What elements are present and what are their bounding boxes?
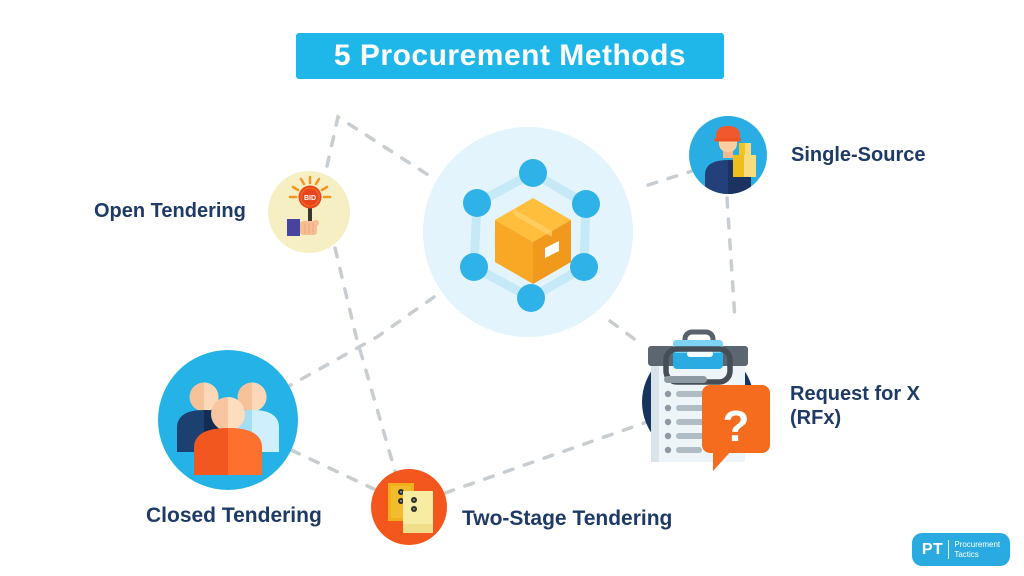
package-network-hub-icon — [423, 127, 633, 337]
label-request-for-x: Request for X (RFx) — [790, 383, 921, 429]
logo-text: Procurement Tactics — [954, 540, 1000, 559]
connector-hub-to-closed — [287, 295, 436, 388]
label-closed-tendering: Closed Tendering — [146, 504, 322, 527]
two-envelopes-icon — [371, 469, 447, 545]
brand-logo: PT Procurement Tactics — [912, 533, 1010, 566]
connector-hub-to-single — [646, 169, 694, 187]
logo-line2: Tactics — [954, 549, 979, 559]
connector-open-to-twostage — [333, 246, 399, 480]
title-banner: 5 Procurement Methods — [296, 33, 724, 79]
clipboard-question-icon: ? — [642, 329, 770, 471]
question-bubble-icon: ? — [702, 385, 770, 471]
package-box-icon — [495, 198, 571, 284]
paddle-handle — [308, 208, 312, 232]
bid-rays — [288, 175, 332, 199]
connector-hub-to-rfx — [608, 319, 643, 346]
yellow-boxes — [733, 143, 756, 177]
label-two-stage-tendering: Two-Stage Tendering — [462, 507, 673, 530]
logo-line1: Procurement — [954, 539, 1001, 549]
connector-lines — [287, 114, 737, 495]
person-neck — [723, 148, 733, 158]
label-single-source: Single-Source — [791, 144, 926, 166]
label-open-tendering: Open Tendering — [94, 200, 246, 222]
people-group-icon — [158, 350, 298, 490]
bid-paddle-icon: BID — [268, 171, 350, 253]
connector-twostage-to-rfx — [443, 420, 649, 495]
box-label — [545, 241, 559, 258]
bid-text: BID — [304, 195, 316, 202]
supplier-person-icon — [689, 116, 767, 194]
question-mark-text: ? — [723, 402, 750, 451]
connector-closed-to-twostage — [289, 448, 376, 491]
connector-open-to-hub — [325, 114, 438, 182]
connector-single-to-rfx — [725, 196, 737, 322]
bid-sign — [298, 185, 322, 209]
network-nodes — [460, 159, 600, 312]
logo-divider — [948, 540, 950, 559]
sleeve — [287, 219, 300, 236]
hard-hat — [716, 126, 740, 140]
logo-abbr: PT — [921, 540, 944, 558]
